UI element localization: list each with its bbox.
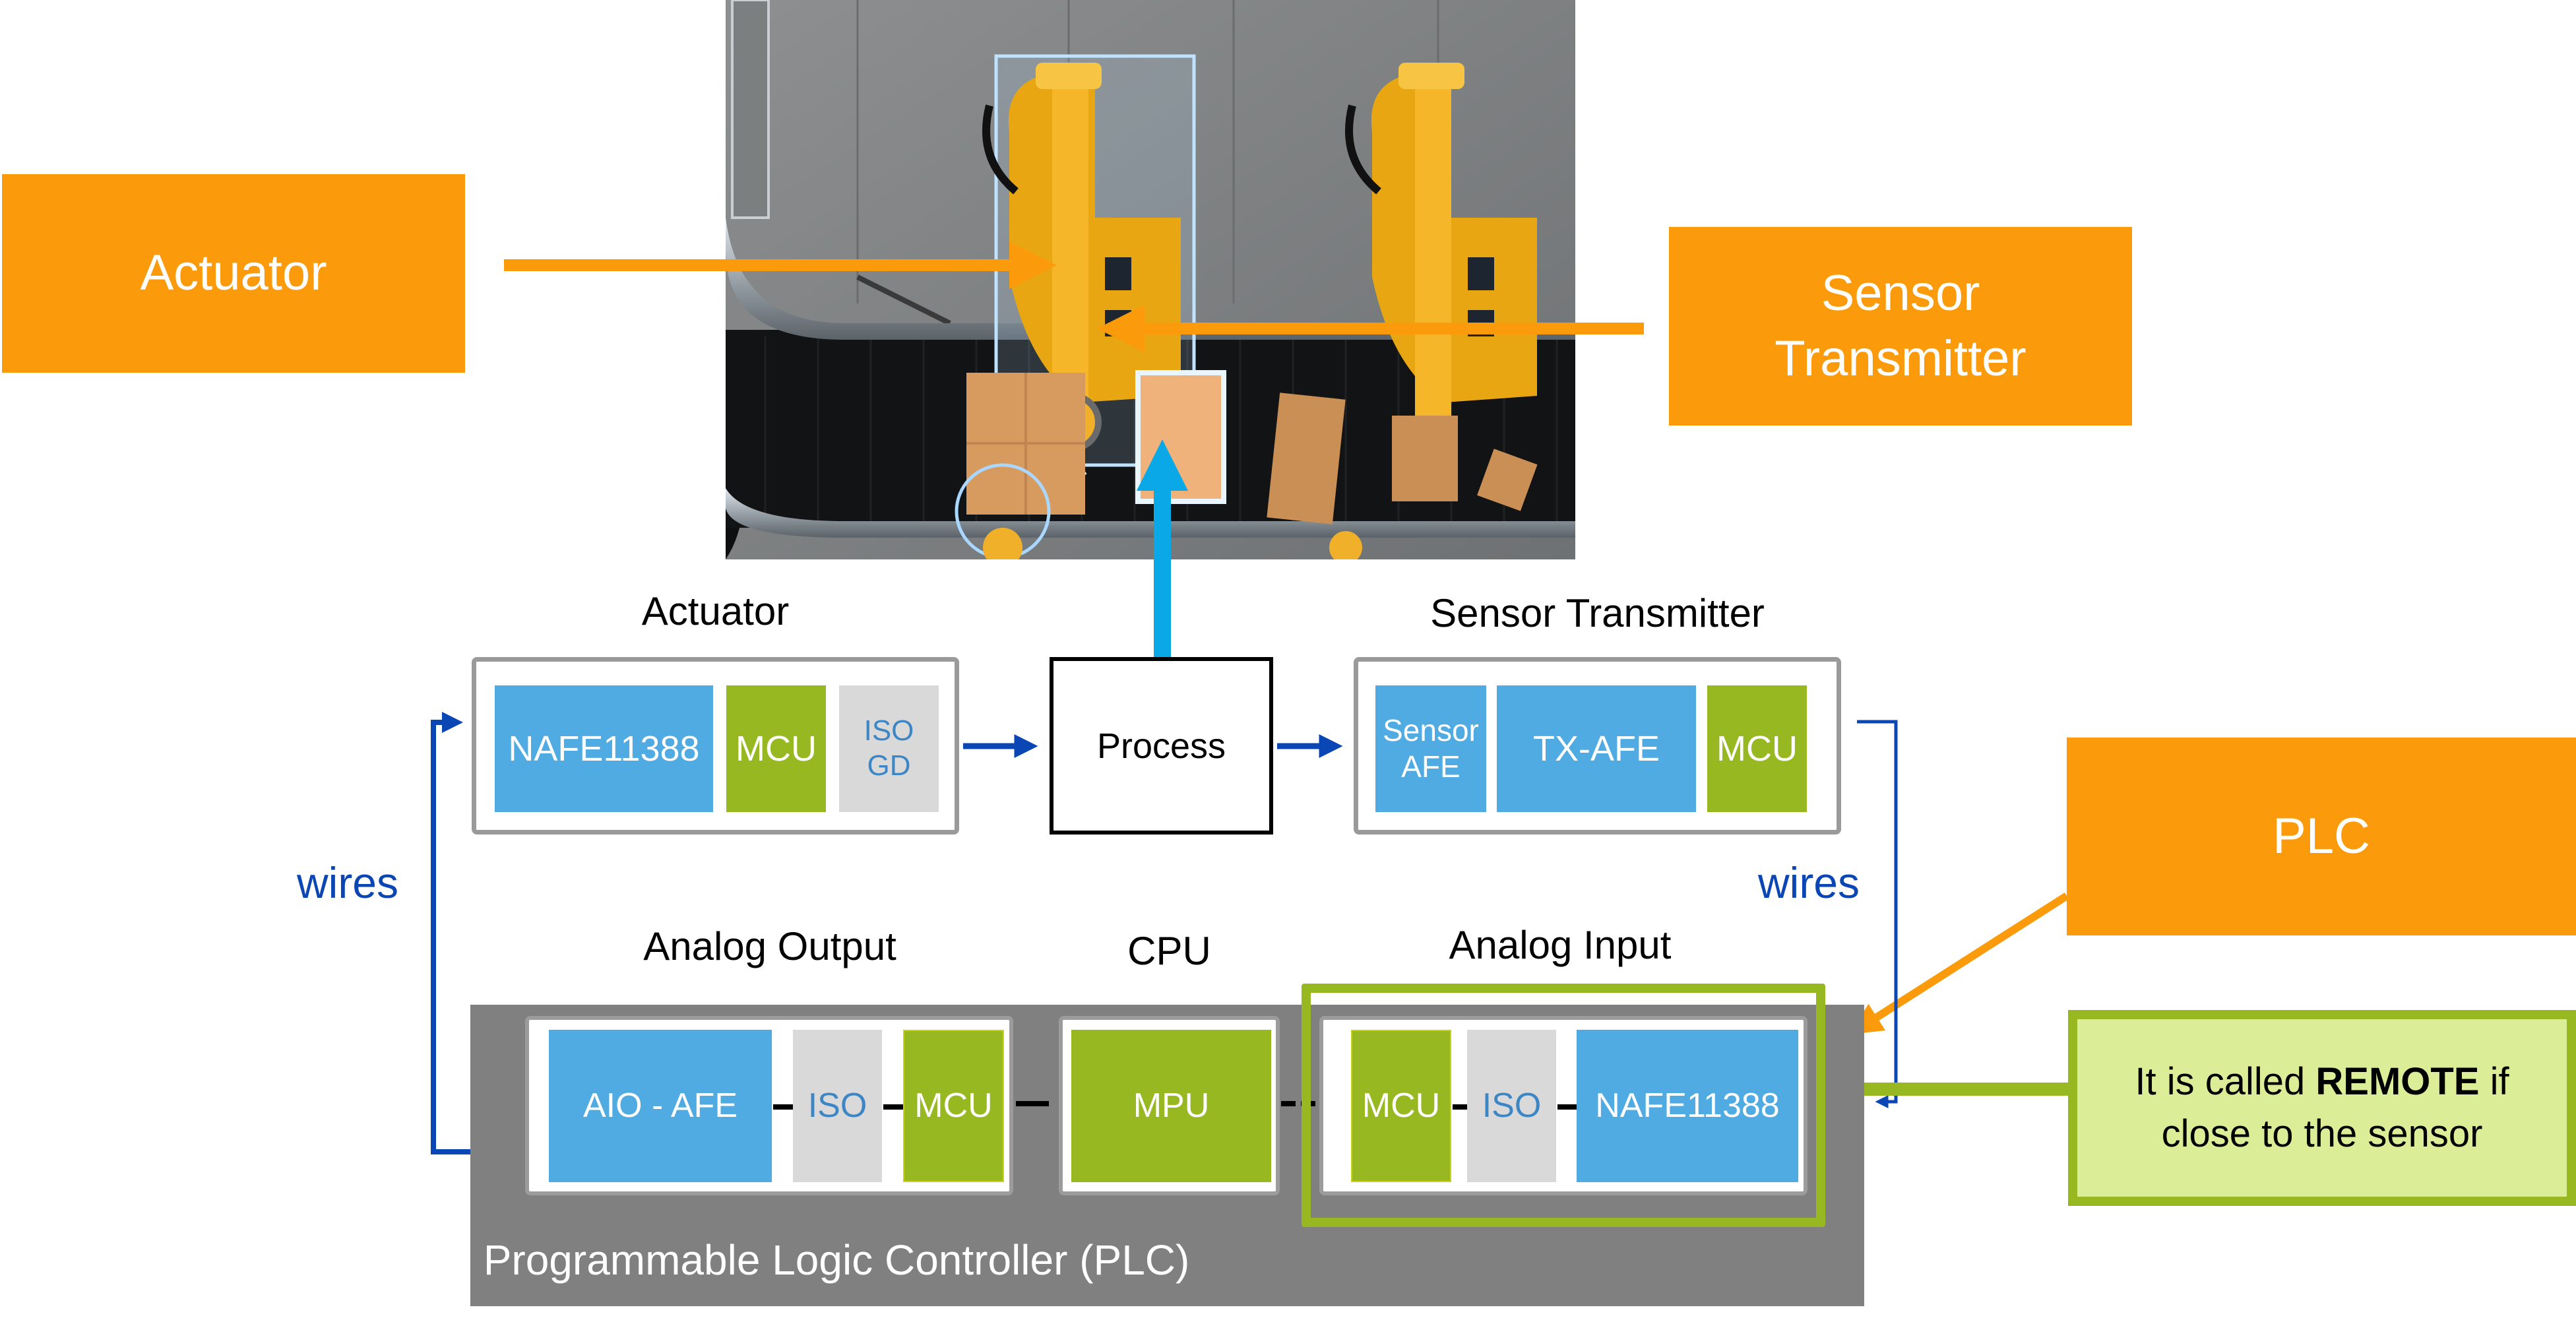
analog-input-module: MCU ISO NAFE11388 [1319, 1016, 1807, 1195]
sensor-transmitter-title: Sensor Transmitter [1430, 591, 1765, 635]
tx-afe-label: TX-AFE [1532, 728, 1660, 769]
sensor-callout-line2: Transmitter [1775, 330, 2026, 387]
ai-iso-nafe-bus [1557, 1104, 1577, 1110]
ai-mcu-label: MCU [1362, 1087, 1441, 1125]
sensor-mcu-label: MCU [1716, 728, 1798, 769]
actuator-nafe11388-label: NAFE11388 [508, 728, 700, 769]
analog-input-highlight [1302, 984, 1825, 1227]
actuator-callout-label: Actuator [140, 245, 327, 301]
actuator-title: Actuator [641, 589, 790, 633]
actuator-mcu-block: MCU [726, 685, 826, 812]
robot-scene-illustration [726, 0, 1575, 559]
mpu-block: MPU [1071, 1030, 1271, 1182]
cpu-title: CPU [1127, 929, 1211, 973]
sensor-transmitter-callout: Sensor Transmitter [1669, 227, 2132, 426]
actuator-callout: Actuator [2, 174, 465, 373]
actuator-iso-label: ISO [864, 714, 914, 747]
mpu-label: MPU [1133, 1087, 1210, 1125]
process-box: Process [1050, 657, 1273, 835]
plc-callout-label: PLC [2273, 807, 2370, 864]
ai-nafe11388-block: NAFE11388 [1577, 1030, 1798, 1182]
tx-afe-block: TX-AFE [1497, 685, 1696, 812]
actuator-gd-label: GD [867, 749, 911, 782]
remote-note-line1: It is called REMOTE if [2135, 1056, 2509, 1108]
remote-note-bold: REMOTE [2315, 1060, 2480, 1104]
wires-label-left: wires [297, 858, 399, 907]
plc-pointer-arrow [1850, 892, 2069, 1034]
actuator-iso-gd-block: ISO GD [839, 685, 939, 812]
sensor-transmitter-module: Sensor AFE TX-AFE MCU [1354, 657, 1841, 835]
wires-label-right: wires [1758, 858, 1860, 907]
wire-plc-to-actuator [431, 712, 470, 1154]
ai-mcu-iso-bus [1453, 1104, 1467, 1110]
sensor-afe-line2: AFE [1401, 749, 1461, 784]
ao-cpu-bus [1016, 1101, 1049, 1106]
sensor-afe-block: Sensor AFE [1375, 685, 1486, 812]
plc-callout: PLC [2067, 738, 2576, 935]
ao-mcu-label: MCU [914, 1087, 993, 1125]
remote-note-box: It is called REMOTE if close to the sens… [2068, 1010, 2576, 1206]
sensor-callout-line1: Sensor [1821, 265, 1980, 321]
ao-iso-label: ISO [807, 1087, 867, 1125]
plc-label: Programmable Logic Controller (PLC) [483, 1236, 1190, 1284]
analog-output-title: Analog Output [643, 924, 896, 968]
ao-mcu-block: MCU [903, 1030, 1004, 1182]
actuator-mcu-label: MCU [736, 728, 817, 769]
process-label: Process [1096, 726, 1226, 766]
factory-robot-photo [726, 0, 1575, 559]
sensor-mcu-block: MCU [1707, 685, 1807, 812]
ai-iso-block: ISO [1467, 1030, 1556, 1182]
analog-input-title: Analog Input [1449, 923, 1672, 967]
aio-afe-block: AIO - AFE [549, 1030, 772, 1182]
sensor-afe-line1: Sensor [1383, 712, 1479, 747]
ai-nafe11388-label: NAFE11388 [1595, 1087, 1780, 1125]
cpu-ai-bus [1281, 1101, 1319, 1106]
ai-iso-label: ISO [1482, 1087, 1542, 1125]
aio-iso-bus [773, 1104, 793, 1110]
actuator-nafe11388-block: NAFE11388 [495, 685, 713, 812]
remote-note-suffix: if [2479, 1060, 2509, 1104]
cpu-module: MPU [1059, 1016, 1280, 1195]
remote-note-prefix: It is called [2135, 1060, 2316, 1104]
ao-iso-block: ISO [793, 1030, 882, 1182]
ai-mcu-block: MCU [1351, 1030, 1451, 1182]
actuator-module: NAFE11388 MCU ISO GD [472, 657, 959, 835]
iso-mcu-bus [883, 1104, 903, 1110]
remote-note-line2: close to the sensor [2161, 1112, 2483, 1155]
wire-sensor-to-plc [1857, 720, 1898, 1108]
aio-afe-label: AIO - AFE [582, 1087, 738, 1125]
analog-output-module: AIO - AFE ISO MCU [525, 1016, 1013, 1195]
